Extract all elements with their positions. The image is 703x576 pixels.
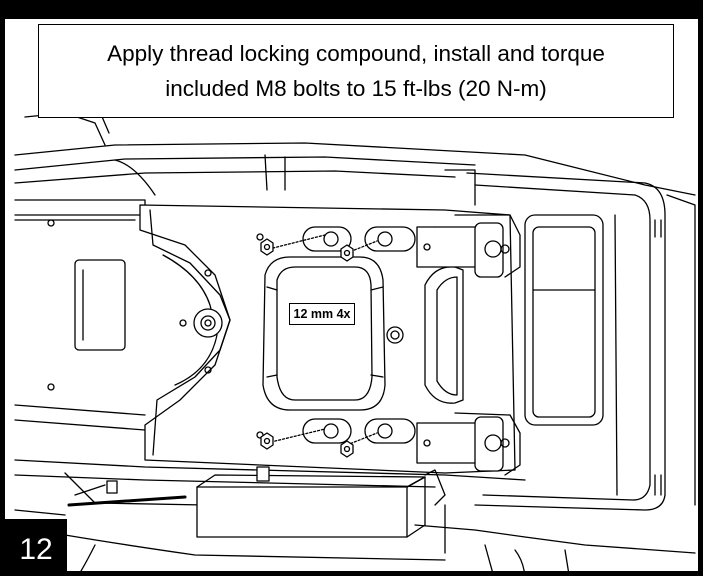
step-number: 12 [5, 519, 67, 571]
top-border-bar [5, 5, 698, 19]
assembly-drawing [14, 100, 696, 571]
upper-bolt-right [340, 244, 354, 262]
top-tab [5, 5, 65, 19]
upper-bolt-left [260, 238, 274, 256]
lower-frame [14, 459, 696, 571]
instruction-line-2: included M8 bolts to 15 ft-lbs (20 N-m) [165, 76, 547, 101]
lower-hinge [416, 412, 521, 476]
right-housing [466, 172, 696, 511]
upper-hinge [416, 214, 521, 278]
lower-bolt-left [260, 432, 274, 450]
instruction-text: Apply thread locking compound, install a… [107, 36, 605, 106]
wrench-size-label: 12 mm 4x [289, 303, 355, 325]
left-housing [14, 199, 146, 431]
lower-bolt-right [340, 440, 354, 458]
instruction-callout: Apply thread locking compound, install a… [38, 24, 674, 118]
lower-bolt-slots [266, 418, 416, 446]
mounting-plate [139, 204, 516, 474]
instruction-line-1: Apply thread locking compound, install a… [107, 41, 605, 66]
